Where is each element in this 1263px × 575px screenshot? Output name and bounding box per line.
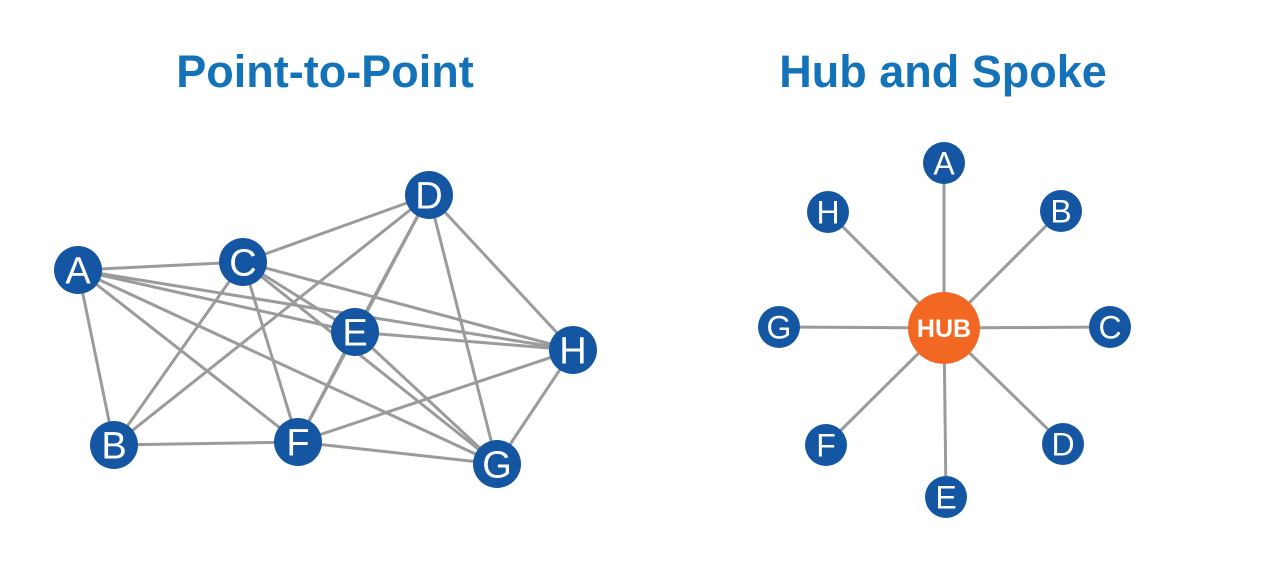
spoke-node-C (1089, 306, 1131, 348)
p2p-node-E (331, 308, 379, 356)
p2p-edge-B-F (113, 440, 299, 447)
hub-and-spoke-title: Hub and Spoke (779, 46, 1107, 97)
p2p-node-H (549, 326, 597, 374)
p2p-edge-D-G (427, 194, 499, 465)
p2p-node-C (219, 238, 267, 286)
point-to-point-title: Point-to-Point (176, 46, 474, 97)
p2p-edge-A-F (77, 268, 299, 444)
p2p-edge-B-C (112, 261, 245, 446)
spoke-node-E (925, 476, 967, 518)
p2p-node-G (473, 440, 521, 488)
spoke-node-F (805, 424, 847, 466)
p2p-edge-F-G (297, 440, 498, 466)
spoke-node-D (1042, 423, 1084, 465)
p2p-node-B (90, 421, 138, 469)
p2p-edge-E-H (354, 330, 574, 352)
p2p-node-A (54, 246, 102, 294)
p2p-edge-A-H (77, 268, 574, 352)
p2p-edge-C-D (242, 193, 430, 264)
spoke-node-A (923, 142, 965, 184)
hub-HUB (908, 292, 980, 364)
spoke-node-G (758, 306, 800, 348)
p2p-edge-A-G (77, 268, 498, 466)
spoke-node-H (807, 191, 849, 233)
p2p-edge-F-H (297, 348, 574, 444)
p2p-edge-C-H (242, 260, 574, 352)
p2p-edge-B-D (113, 193, 430, 447)
p2p-node-F (274, 418, 322, 466)
spoke-node-B (1040, 190, 1082, 232)
p2p-node-D (405, 171, 453, 219)
p2p-edge-A-B (76, 269, 116, 446)
p2p-edge-D-H (427, 193, 575, 352)
p2p-edge-C-F (241, 261, 300, 443)
p2p-edge-A-C (77, 260, 244, 272)
p2p-edge-C-G (242, 260, 498, 466)
